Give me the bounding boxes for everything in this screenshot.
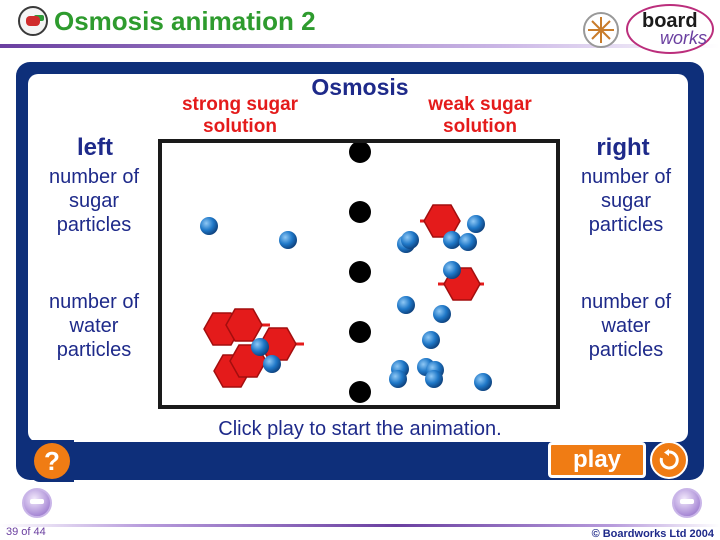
membrane-pore — [349, 381, 371, 403]
left-sugar-count-label: number of sugar particles — [48, 166, 140, 236]
app-icon — [18, 6, 48, 36]
boardworks-logo: board works — [626, 4, 714, 54]
left-water-count-label: number of water particles — [48, 291, 140, 361]
water-particle — [433, 305, 451, 323]
copyright-text: © Boardworks Ltd 2004 — [591, 528, 714, 540]
play-button[interactable]: play — [548, 442, 646, 478]
logo-works-text: works — [660, 28, 708, 48]
membrane — [349, 143, 371, 403]
right-water-count-label: number of water particles — [580, 291, 672, 361]
membrane-pore — [349, 143, 371, 163]
reset-button[interactable] — [650, 441, 688, 479]
slide-counter: 39 of 44 — [6, 526, 46, 538]
water-particle — [467, 215, 485, 233]
strong-solution-label: strong sugar solution — [181, 94, 299, 137]
right-heading: right — [596, 134, 650, 161]
membrane-pore — [349, 261, 371, 283]
particle-canvas — [200, 143, 492, 403]
water-particle — [425, 370, 443, 388]
weak-solution-label: weak sugar solution — [428, 94, 532, 137]
water-particle — [397, 296, 415, 314]
next-arrow-icon — [680, 499, 694, 504]
footer-divider — [0, 524, 720, 527]
water-particle — [200, 217, 218, 235]
sugar-particles — [203, 204, 484, 388]
header-divider — [0, 44, 720, 48]
water-particle — [279, 231, 297, 249]
water-particle — [474, 373, 492, 391]
right-sugar-count-label: number of sugar particles — [580, 166, 672, 236]
water-particle — [443, 231, 461, 249]
water-particles — [200, 215, 492, 391]
sugar-particle — [225, 308, 270, 342]
instruction-text: Click play to start the animation. — [218, 418, 502, 440]
star-logo-icon — [583, 12, 619, 48]
membrane-pore — [349, 201, 371, 223]
membrane-pore — [349, 321, 371, 343]
panel-heading: Osmosis — [311, 74, 409, 100]
water-particle — [459, 233, 477, 251]
sugar-particle — [420, 204, 461, 238]
previous-slide-button[interactable] — [22, 488, 52, 518]
water-particle — [389, 370, 407, 388]
left-heading: left — [77, 134, 113, 161]
help-button[interactable]: ? — [34, 443, 70, 479]
logo-board-text: board — [642, 10, 698, 32]
reset-icon — [659, 449, 679, 470]
water-particle — [401, 231, 419, 249]
next-slide-button[interactable] — [672, 488, 702, 518]
prev-arrow-icon — [30, 499, 44, 504]
page-title: Osmosis animation 2 — [54, 6, 316, 36]
water-particle — [422, 331, 440, 349]
water-particle — [263, 355, 281, 373]
osmosis-simulation — [158, 139, 560, 409]
water-particle — [251, 338, 269, 356]
water-particle — [443, 261, 461, 279]
